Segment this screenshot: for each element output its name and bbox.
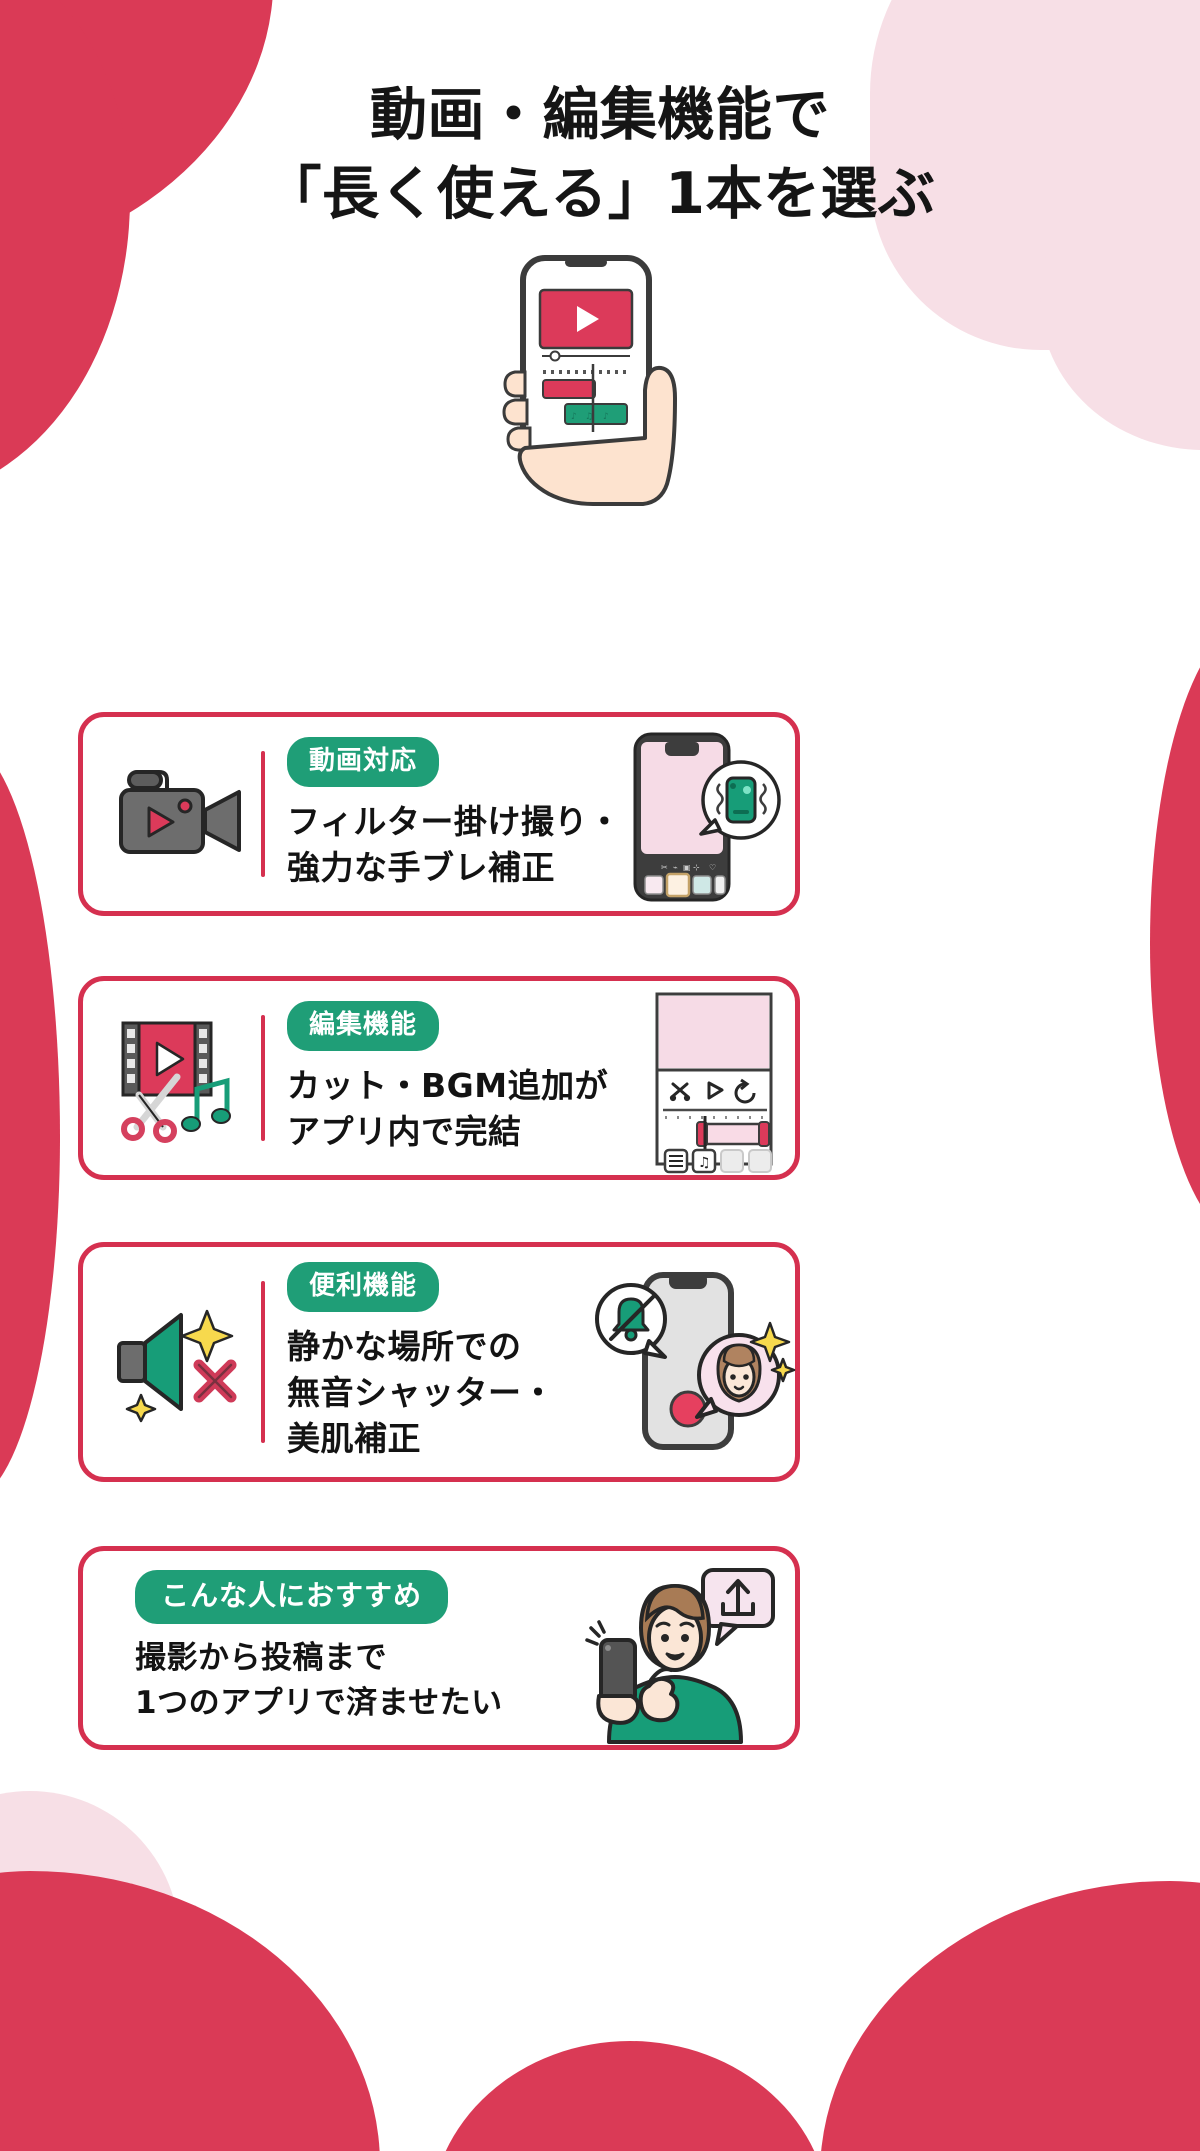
hero-illustration: ♪ ♫ ♪ [0, 252, 1200, 522]
card-text-line-1: 静かな場所での [287, 1327, 522, 1366]
page-title-line-2: 「長く使える」1本を選ぶ [264, 161, 936, 227]
card-badge: 編集機能 [287, 1001, 440, 1051]
feature-card-editing[interactable]: 編集機能 カット・BGM追加が アプリ内で完結 [78, 976, 800, 1180]
muted-speaker-icon [101, 1303, 261, 1423]
phone-timeline-editor-illustration: ♫ [637, 988, 787, 1174]
card-text-line-1: 撮影から投稿まで [135, 1640, 387, 1676]
woman-with-phone-upload-illustration [585, 1554, 787, 1744]
svg-text:✂: ✂ [661, 863, 668, 872]
card-badge: 動画対応 [287, 737, 440, 787]
feature-card-video[interactable]: 動画対応 フィルター掛け撮り・ 強力な手ブレ補正 ✂ ⌁ ▣⊹ ♡ [78, 712, 800, 916]
svg-text:♫: ♫ [698, 1155, 711, 1171]
page-title-line-1: 動画・編集機能で [370, 82, 830, 148]
card-divider [261, 1281, 265, 1443]
phone-with-shake-bubble-illustration: ✂ ⌁ ▣⊹ ♡ [617, 724, 787, 904]
decorative-blob-bottom-right [820, 1881, 1200, 2151]
decorative-blob-bottom-left [0, 1871, 380, 2151]
decorative-blob-middle-left [0, 740, 60, 1500]
svg-text:♡: ♡ [709, 863, 716, 872]
page-title: 動画・編集機能で 「長く使える」1本を選ぶ [0, 76, 1200, 234]
recommendation-card[interactable]: こんな人におすすめ 撮影から投稿まで 1つのアプリで済ませたい [78, 1546, 800, 1750]
card-text-line-2: アプリ内で完結 [287, 1112, 522, 1151]
svg-text:▣: ▣ [683, 863, 691, 872]
card-text-line-2: 無音シャッター・ [287, 1373, 555, 1412]
decorative-blob-middle-right [1150, 620, 1200, 1240]
svg-text:♪: ♪ [571, 412, 577, 422]
svg-text:♪: ♪ [603, 412, 609, 422]
card-divider [261, 1015, 265, 1141]
decorative-blob-bottom-center [430, 2041, 830, 2151]
phone-silent-beauty-illustration [587, 1267, 796, 1457]
card-text-line-2: 強力な手ブレ補正 [287, 848, 555, 887]
decorative-blob-pink-bottom-left [0, 1791, 180, 2091]
svg-text:⌁: ⌁ [673, 863, 678, 872]
hand-holding-phone-icon: ♪ ♫ ♪ [502, 255, 677, 506]
video-camera-icon [101, 766, 261, 862]
svg-text:♫: ♫ [585, 412, 593, 422]
card-text-line-3: 美肌補正 [287, 1419, 421, 1458]
card-badge: 便利機能 [287, 1262, 440, 1312]
feature-card-convenience[interactable]: 便利機能 静かな場所での 無音シャッター・ 美肌補正 [78, 1242, 800, 1482]
card-text-line-2: 1つのアプリで済ませたい [135, 1685, 503, 1721]
card-text-line-1: カット・BGM追加が [287, 1066, 609, 1105]
card-badge: こんな人におすすめ [135, 1570, 449, 1624]
card-divider [261, 751, 265, 877]
film-scissors-music-icon [101, 1019, 261, 1143]
card-text-line-1: フィルター掛け撮り・ [287, 802, 622, 841]
svg-text:⊹: ⊹ [693, 863, 700, 872]
